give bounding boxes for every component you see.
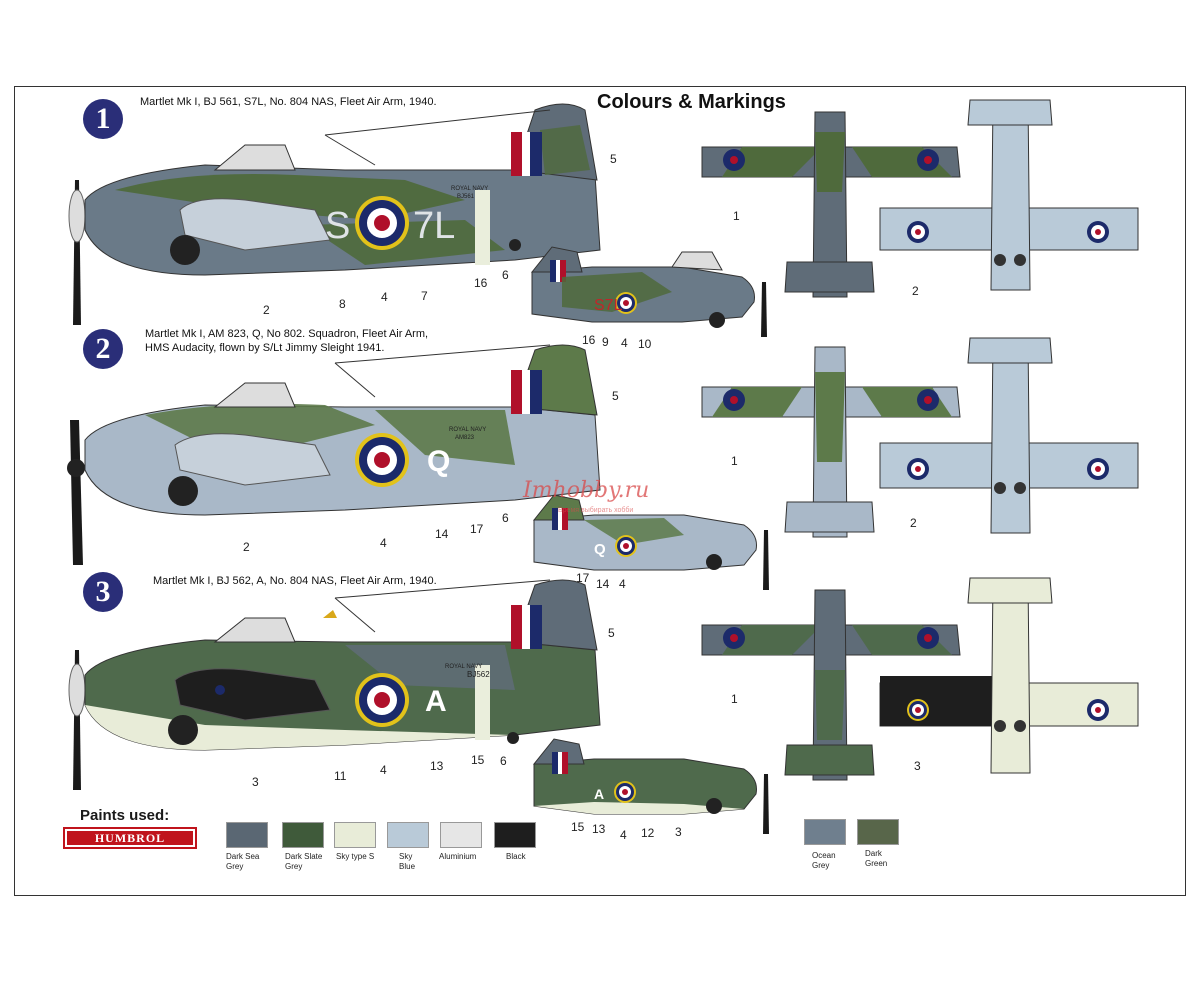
caption-line: Martlet Mk I, BJ 561, S7L, No. 804 NAS, …: [140, 96, 437, 108]
callout-number: 13: [592, 822, 606, 836]
callout-number: 8: [339, 297, 346, 311]
paint-swatch-aluminium: [440, 822, 482, 848]
callout-number: 15: [471, 753, 485, 767]
callout-number: 7: [421, 289, 428, 303]
small-code-letters: S7L: [594, 297, 623, 314]
callout-number: 1: [731, 692, 738, 706]
profile-caption: Martlet Mk I, AM 823, Q, No 802. Squadro…: [145, 327, 428, 355]
page-title: Colours & Markings: [597, 91, 786, 113]
callout-number: 17: [576, 571, 590, 585]
small-code-letters: Q: [594, 541, 606, 558]
caption-line: Martlet Mk I, BJ 562, A, No. 804 NAS, Fl…: [153, 575, 437, 587]
paint-swatch-dark-sea-grey: [226, 822, 268, 848]
callout-number: 4: [381, 290, 388, 304]
callout-number: 4: [380, 536, 387, 550]
code-letters-right: 7L: [413, 205, 455, 247]
callout-number: 16: [582, 333, 596, 347]
paints-used-label: Paints used:: [80, 807, 170, 824]
callout-number: 16: [474, 276, 488, 290]
royal-navy-text: ROYAL NAVY: [445, 664, 482, 670]
callout-number: 11: [334, 769, 347, 783]
callout-number: 4: [621, 336, 628, 350]
paint-swatch-black: [494, 822, 536, 848]
code-letters-right: A: [425, 685, 447, 718]
top-view-aircraft: [701, 589, 961, 781]
serial-text: BJ561: [457, 194, 475, 200]
paint-swatch-dark-green: [857, 819, 899, 845]
profile-number-badge: 2: [83, 329, 123, 369]
code-letters-right: Q: [427, 445, 450, 478]
callout-number: 3: [914, 759, 921, 773]
callout-number: 5: [612, 389, 619, 403]
callout-number: 4: [620, 828, 627, 842]
bottom-view-aircraft: [879, 337, 1139, 534]
callout-number: 2: [243, 540, 250, 554]
callout-number: 1: [731, 454, 738, 468]
callout-number: 13: [430, 759, 444, 773]
paint-name: Aluminium: [439, 852, 477, 861]
paint-name: Black: [506, 852, 526, 861]
callout-number: 2: [912, 284, 919, 298]
small-code-letters: A: [594, 786, 604, 802]
side-profile-aircraft: Q ROYAL NAVY AM823: [67, 344, 601, 565]
callout-number: 4: [619, 577, 626, 591]
callout-number: 6: [502, 268, 509, 282]
callout-number: 5: [608, 626, 615, 640]
humbrol-logo-text: HUMBROL: [67, 831, 193, 845]
side-profile-aircraft: A ROYAL NAVY BJ562: [68, 579, 601, 790]
paint-name: Sky type S: [336, 852, 375, 861]
watermark-subtext: Время выбирать хобби: [558, 507, 634, 514]
callout-number: 6: [502, 511, 509, 525]
code-letter-left: S: [325, 205, 350, 247]
paint-swatch-ocean-grey: [804, 819, 846, 845]
small-side-profile-aircraft: A: [532, 738, 769, 834]
callout-number: 9: [602, 335, 609, 349]
top-view-aircraft: [701, 111, 961, 298]
callout-number: 2: [910, 516, 917, 530]
paint-swatch-sky-blue: [387, 822, 429, 848]
caption-line: HMS Audacity, flown by S/Lt Jimmy Sleigh…: [145, 342, 385, 354]
small-side-profile-aircraft: S7L: [530, 246, 767, 337]
paint-swatch-dark-slate-grey: [282, 822, 324, 848]
callout-number: 3: [252, 775, 259, 789]
bottom-view-aircraft: [879, 577, 1139, 774]
paint-swatch-sky-type-s: [334, 822, 376, 848]
top-view-aircraft: [701, 346, 961, 538]
callout-number: 14: [596, 577, 610, 591]
profile-number-badge: 1: [83, 99, 123, 139]
serial-text: BJ562: [467, 670, 490, 679]
callout-number: 5: [610, 152, 617, 166]
callout-number: 4: [380, 763, 387, 777]
callout-number: 6: [500, 754, 507, 768]
callout-number: 1: [733, 209, 740, 223]
caption-line: Martlet Mk I, AM 823, Q, No 802. Squadro…: [145, 328, 429, 340]
profile-caption: Martlet Mk I, BJ 561, S7L, No. 804 NAS, …: [140, 95, 437, 109]
callout-number: 3: [675, 825, 682, 839]
serial-text: AM823: [455, 435, 475, 441]
royal-navy-text: ROYAL NAVY: [451, 186, 488, 192]
profile-number-badge: 3: [83, 572, 123, 612]
callout-number: 14: [435, 527, 449, 541]
callout-number: 12: [641, 826, 655, 840]
callout-number: 17: [470, 522, 484, 536]
callout-number: 15: [571, 820, 585, 834]
callout-number: 2: [263, 303, 270, 317]
royal-navy-text: ROYAL NAVY: [449, 427, 486, 433]
watermark-text: Imhobby.ru: [523, 478, 650, 503]
profile-caption: Martlet Mk I, BJ 562, A, No. 804 NAS, Fl…: [153, 574, 437, 588]
callout-number: 10: [638, 337, 652, 351]
small-side-profile-aircraft: Q: [532, 494, 769, 590]
side-profile-aircraft: S 7L ROYAL NAVY BJ561: [68, 103, 601, 325]
humbrol-logo: HUMBROL: [63, 827, 197, 849]
bottom-view-aircraft: [879, 99, 1139, 291]
